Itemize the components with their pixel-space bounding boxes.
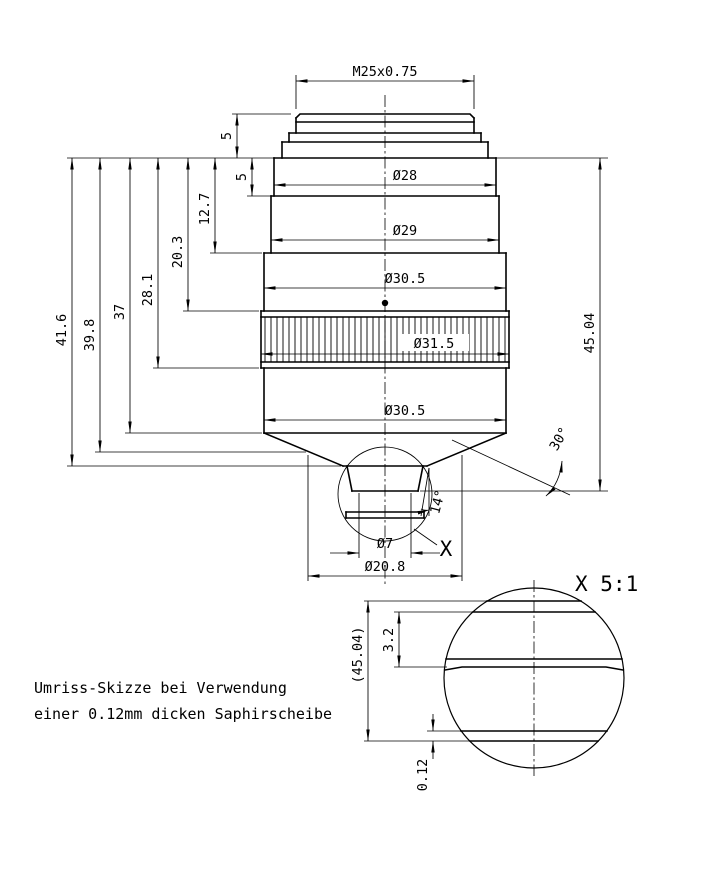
dim-label-5: 5 [234, 173, 250, 181]
detail-view-title: X 5:1 [575, 572, 638, 596]
dim-label-45-04: 45.04 [582, 313, 598, 354]
dia-label-30-5-upper: Ø30.5 [385, 271, 426, 287]
detail-label-45-04: (45.04) [350, 627, 366, 684]
dia-label-7: Ø7 [377, 536, 393, 552]
dia-label-30-5-lower: Ø30.5 [385, 403, 426, 419]
dia-label-31-5: Ø31.5 [414, 336, 455, 352]
dimension-labels: M25x0.75 5 5 12.7 20.3 28.1 37 39.8 41.6… [54, 64, 598, 575]
dia-label-28: Ø28 [393, 168, 417, 184]
detail-view: X 5:1 (45.04) 3.2 0.12 [350, 572, 638, 791]
knurl-hatch [262, 317, 508, 362]
dim-label-37: 37 [112, 304, 128, 320]
dim-label-20-3: 20.3 [170, 236, 186, 269]
knurl-section-outline [260, 310, 510, 369]
thread-section-outline [281, 113, 489, 159]
dim-label-39-8: 39.8 [82, 319, 98, 352]
detail-leader-line [413, 528, 438, 546]
drawing-note: Umriss-Skizze bei Verwendung einer 0.12m… [34, 679, 332, 723]
nose-cone-outline [262, 431, 508, 492]
angle-label-30: 30° [547, 424, 573, 453]
dim-label-5-thread: 5 [219, 132, 235, 140]
note-line-2: einer 0.12mm dicken Saphirscheibe [34, 705, 332, 723]
detail-dimension-labels: (45.04) 3.2 0.12 [350, 627, 431, 792]
detail-tip-lines [444, 600, 624, 742]
lower-body-outline [263, 367, 507, 434]
detail-dimension-lines [364, 600, 489, 759]
dim-label-41-6: 41.6 [54, 314, 70, 347]
detail-label-0-12: 0.12 [415, 759, 431, 792]
main-view: M25x0.75 5 5 12.7 20.3 28.1 37 39.8 41.6… [54, 64, 608, 584]
detail-label-3-2: 3.2 [381, 628, 397, 652]
index-dot [381, 299, 389, 307]
dimension-lines [67, 75, 608, 581]
note-line-1: Umriss-Skizze bei Verwendung [34, 679, 287, 697]
detail-circle [337, 446, 433, 542]
dia-label-29: Ø29 [393, 223, 417, 239]
angle-label-14: 14° [427, 488, 449, 516]
dia-label-20-8: Ø20.8 [365, 559, 406, 575]
thread-label: M25x0.75 [352, 64, 417, 80]
body-sections-outline [263, 157, 507, 312]
label-mask [401, 334, 469, 351]
dim-label-28-1: 28.1 [140, 274, 156, 307]
detail-region-marker [337, 446, 438, 546]
detail-ref-label: X [440, 537, 453, 561]
dim-label-12-7: 12.7 [197, 193, 213, 226]
